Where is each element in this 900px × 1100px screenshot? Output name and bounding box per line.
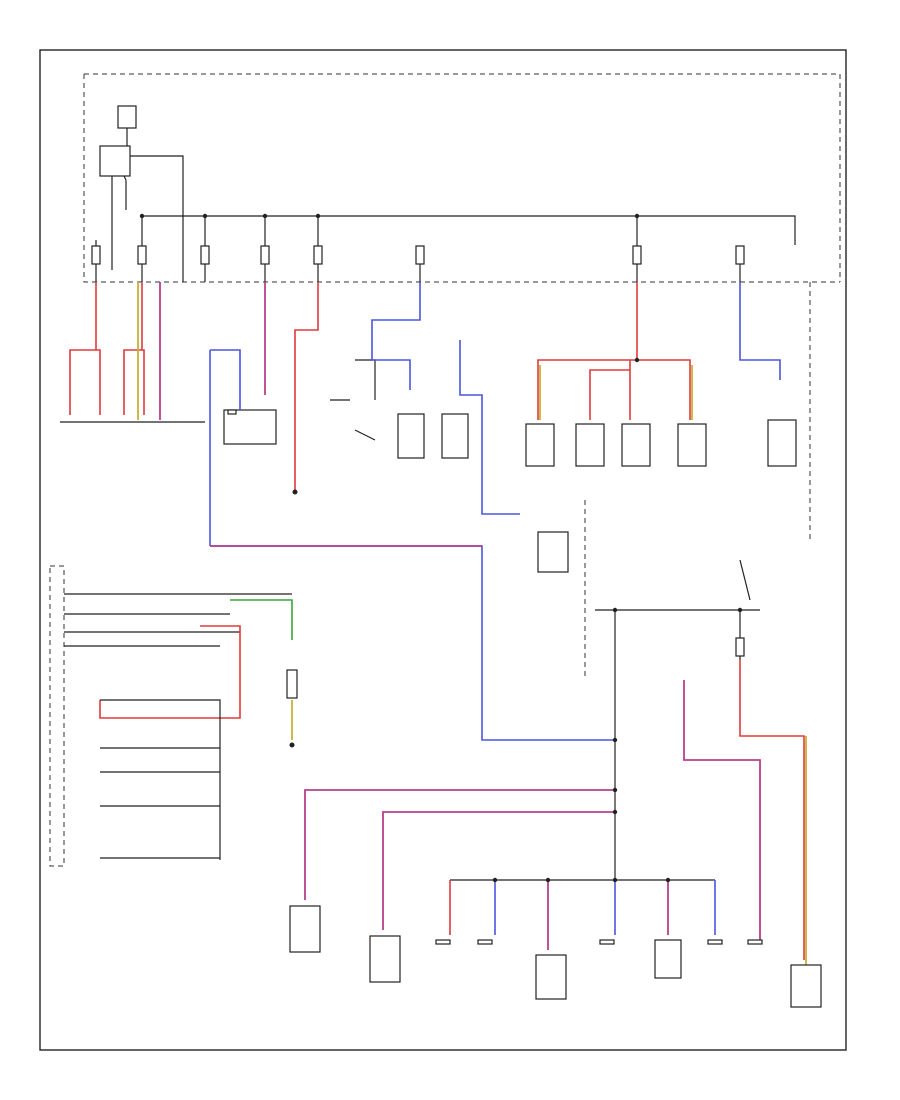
module-b xyxy=(397,413,425,459)
module-e xyxy=(537,531,569,573)
fuse-8 xyxy=(735,245,745,265)
splice-dots xyxy=(139,213,743,883)
module-a xyxy=(223,409,277,445)
ground-2 xyxy=(289,742,295,748)
bottom-branch-pink xyxy=(547,880,669,950)
battery-feed xyxy=(111,128,128,270)
bottom-branch-blue xyxy=(494,880,716,935)
module-right-bottom xyxy=(790,964,822,1008)
center-column xyxy=(595,609,760,880)
red-feed-left xyxy=(99,625,241,719)
ecm-outline xyxy=(49,565,65,867)
module-bottom-3 xyxy=(535,954,567,1000)
relay-feed xyxy=(130,155,184,282)
power-distribution-outline xyxy=(83,73,841,283)
blue-feed-2 xyxy=(371,282,421,390)
connector-marks xyxy=(227,409,763,945)
pink-feed-bottom-2 xyxy=(382,811,615,930)
pink-feed-right xyxy=(683,680,761,940)
fuse-1 xyxy=(91,245,101,265)
fuse-2 xyxy=(137,245,147,265)
red-feed-right-lower xyxy=(739,660,805,960)
left-harness xyxy=(60,282,205,423)
relay-box xyxy=(99,145,131,177)
diagram-frame xyxy=(39,49,847,1051)
ground-1 xyxy=(292,489,298,495)
injector-1 xyxy=(525,423,555,467)
lower-left-block xyxy=(100,699,221,860)
fuse-drops xyxy=(91,216,745,282)
fuse-7 xyxy=(632,245,642,265)
fuse-5 xyxy=(313,245,323,265)
blue-feed-1 xyxy=(209,349,241,546)
battery-fuse xyxy=(117,105,137,129)
injector-2 xyxy=(575,423,605,467)
injector-3 xyxy=(621,423,651,467)
module-bottom-2 xyxy=(369,935,401,983)
green-feed xyxy=(230,599,293,640)
fuse-left-lower xyxy=(286,669,298,699)
red-feed-injectors xyxy=(537,282,691,420)
injector-4 xyxy=(677,423,707,467)
fuse-right-lower xyxy=(735,637,745,657)
blue-feed-3 xyxy=(459,340,520,515)
module-d xyxy=(767,419,797,467)
main-bus xyxy=(140,215,796,245)
dashed-divider xyxy=(584,282,811,680)
fuse-6 xyxy=(415,245,425,265)
ecm-signal-lines xyxy=(64,593,292,647)
yellow-feed-injectors xyxy=(539,365,693,420)
module-c xyxy=(441,413,469,459)
pink-feed-bottom-1 xyxy=(304,789,615,900)
fuse-4 xyxy=(260,245,270,265)
blue-long xyxy=(210,545,615,741)
switch-cluster xyxy=(330,359,376,441)
module-bottom-1 xyxy=(289,905,321,953)
red-feed-1 xyxy=(294,282,319,490)
blue-feed-right xyxy=(739,282,781,380)
fuse-3 xyxy=(200,245,210,265)
module-bottom-4 xyxy=(654,939,682,979)
